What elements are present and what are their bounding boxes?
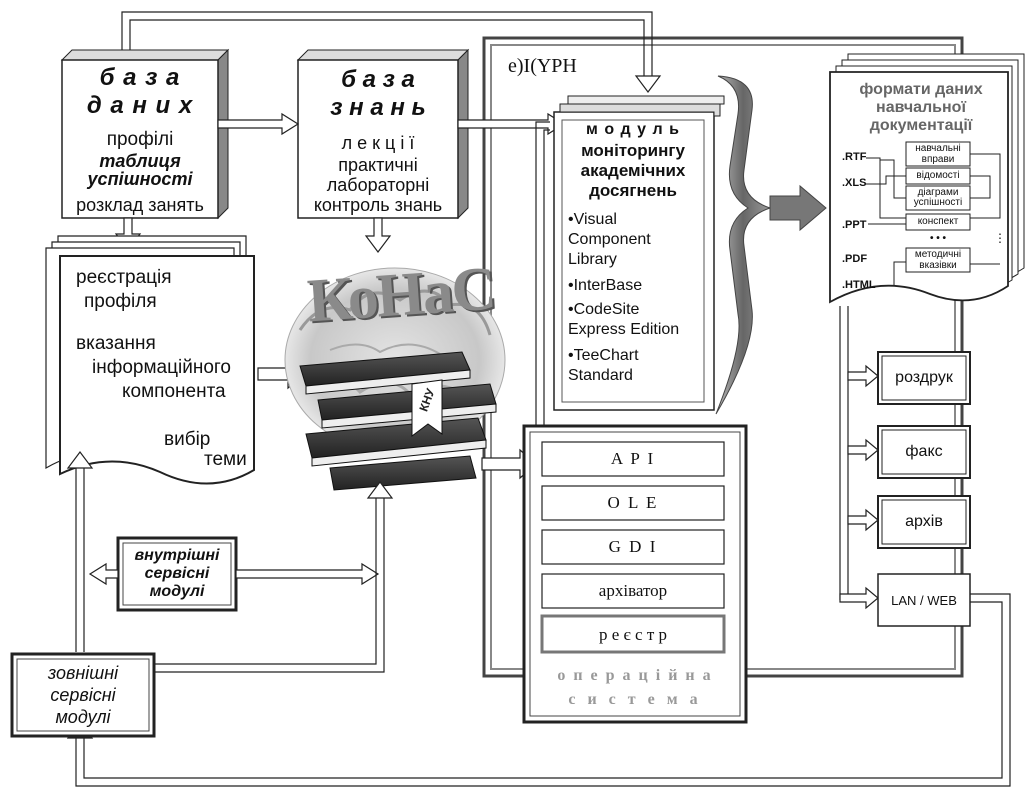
output-archive: архів <box>878 514 970 530</box>
output-print: роздрук <box>878 370 970 386</box>
os-title-2: с и с т е м а <box>530 692 740 708</box>
user-action-choice: вибір <box>164 430 210 449</box>
user-action-registration: реєстрація <box>76 268 172 287</box>
component-vcl-3: Library <box>568 252 617 268</box>
format-ppt: .PPT <box>842 220 866 231</box>
component-interbase: •InterBase <box>568 278 642 294</box>
knowledge-base-item-practical: практичні <box>298 156 458 174</box>
left-pipes <box>68 452 92 652</box>
knowledge-base-title-1: б а з а <box>298 68 458 92</box>
arrow-kb-module <box>458 114 564 134</box>
os-item-api: A P I <box>542 450 724 467</box>
arrow-db-kb <box>218 114 298 134</box>
os-item-gdi: G D I <box>542 538 724 555</box>
database-item-profiles: профілі <box>62 130 218 149</box>
format-xls: .XLS <box>842 178 866 189</box>
internal-modules-2: сервісні <box>118 566 236 582</box>
user-action-profile: профіля <box>84 292 157 311</box>
doc-charts-2: успішності <box>906 198 970 208</box>
shell-label: e)I(YPH <box>508 56 577 76</box>
external-modules-3: модулі <box>12 708 154 726</box>
doc-ellipsis-vertical: ⋮ <box>994 232 1004 244</box>
component-teechart-2: Standard <box>568 368 633 384</box>
database-item-schedule: розклад занять <box>62 196 218 214</box>
output-arrows <box>840 366 878 608</box>
doc-summary: конспект <box>906 217 970 227</box>
component-vcl-2: Component <box>568 232 651 248</box>
format-pdf: .PDF <box>842 254 867 265</box>
monitoring-title-3: академічних <box>562 162 704 179</box>
doc-guidelines-2: вказівки <box>906 261 970 271</box>
doc-guidelines-1: методичні <box>906 250 970 260</box>
os-item-archiver: архіватор <box>542 582 724 599</box>
component-codesite-1: •CodeSite <box>568 302 639 318</box>
external-modules-2: сервісні <box>12 686 154 704</box>
knowledge-base-item-labs: лабораторні <box>298 176 458 194</box>
doc-exercises-2: вправи <box>906 155 970 165</box>
output-boxes <box>878 352 970 626</box>
arrow-loop-module <box>536 122 550 472</box>
database-title-2: д а н и х <box>62 94 218 118</box>
output-fax: факс <box>878 444 970 460</box>
formats-title-3: документації <box>836 118 1006 134</box>
knowledge-base-item-lectures: л е к ц і ї <box>298 134 458 152</box>
monitoring-title-4: досягнень <box>562 182 704 199</box>
formats-title-2: навчальної <box>836 100 1006 116</box>
user-action-topic: теми <box>204 450 247 469</box>
format-rtf: .RTF <box>842 152 866 163</box>
doc-statements: відомості <box>906 171 970 181</box>
curly-brace <box>716 76 826 414</box>
database-title-1: б а з а <box>62 66 218 90</box>
component-teechart-1: •TeeChart <box>568 348 639 364</box>
os-item-registry: р е є с т р <box>542 626 724 643</box>
user-action-specify: вказання <box>76 334 156 353</box>
formats-title-1: формати даних <box>836 82 1006 98</box>
internal-modules-3: модулі <box>118 584 236 600</box>
doc-ellipsis: • • • <box>906 234 970 244</box>
component-codesite-2: Express Edition <box>568 322 679 338</box>
output-bus <box>840 306 848 600</box>
internal-modules-1: внутрішні <box>118 548 236 564</box>
arrow-kb-down <box>366 218 390 252</box>
external-modules-1: зовнішні <box>12 664 154 682</box>
database-item-table-1: таблиця <box>62 152 218 170</box>
user-action-component: компонента <box>122 382 226 401</box>
doc-exercises-1: навчальні <box>906 144 970 154</box>
knowledge-base-item-control: контроль знань <box>298 196 458 214</box>
output-lan-web: LAN / WEB <box>878 594 970 607</box>
konas-logo-text: КоНаС <box>304 257 498 332</box>
component-vcl-1: •Visual <box>568 212 617 228</box>
monitoring-title-1: м о д у л ь <box>562 122 704 138</box>
database-item-table-2: успішності <box>62 170 218 188</box>
os-item-ole: O L E <box>542 494 724 511</box>
os-title-1: о п е р а ц і й н а <box>530 668 740 684</box>
monitoring-title-2: моніторингу <box>562 142 704 159</box>
knowledge-base-title-2: з н а н ь <box>298 96 458 120</box>
user-action-information: інформаційного <box>92 358 231 377</box>
format-html: .HTML <box>842 280 876 291</box>
book-stack <box>300 352 496 490</box>
